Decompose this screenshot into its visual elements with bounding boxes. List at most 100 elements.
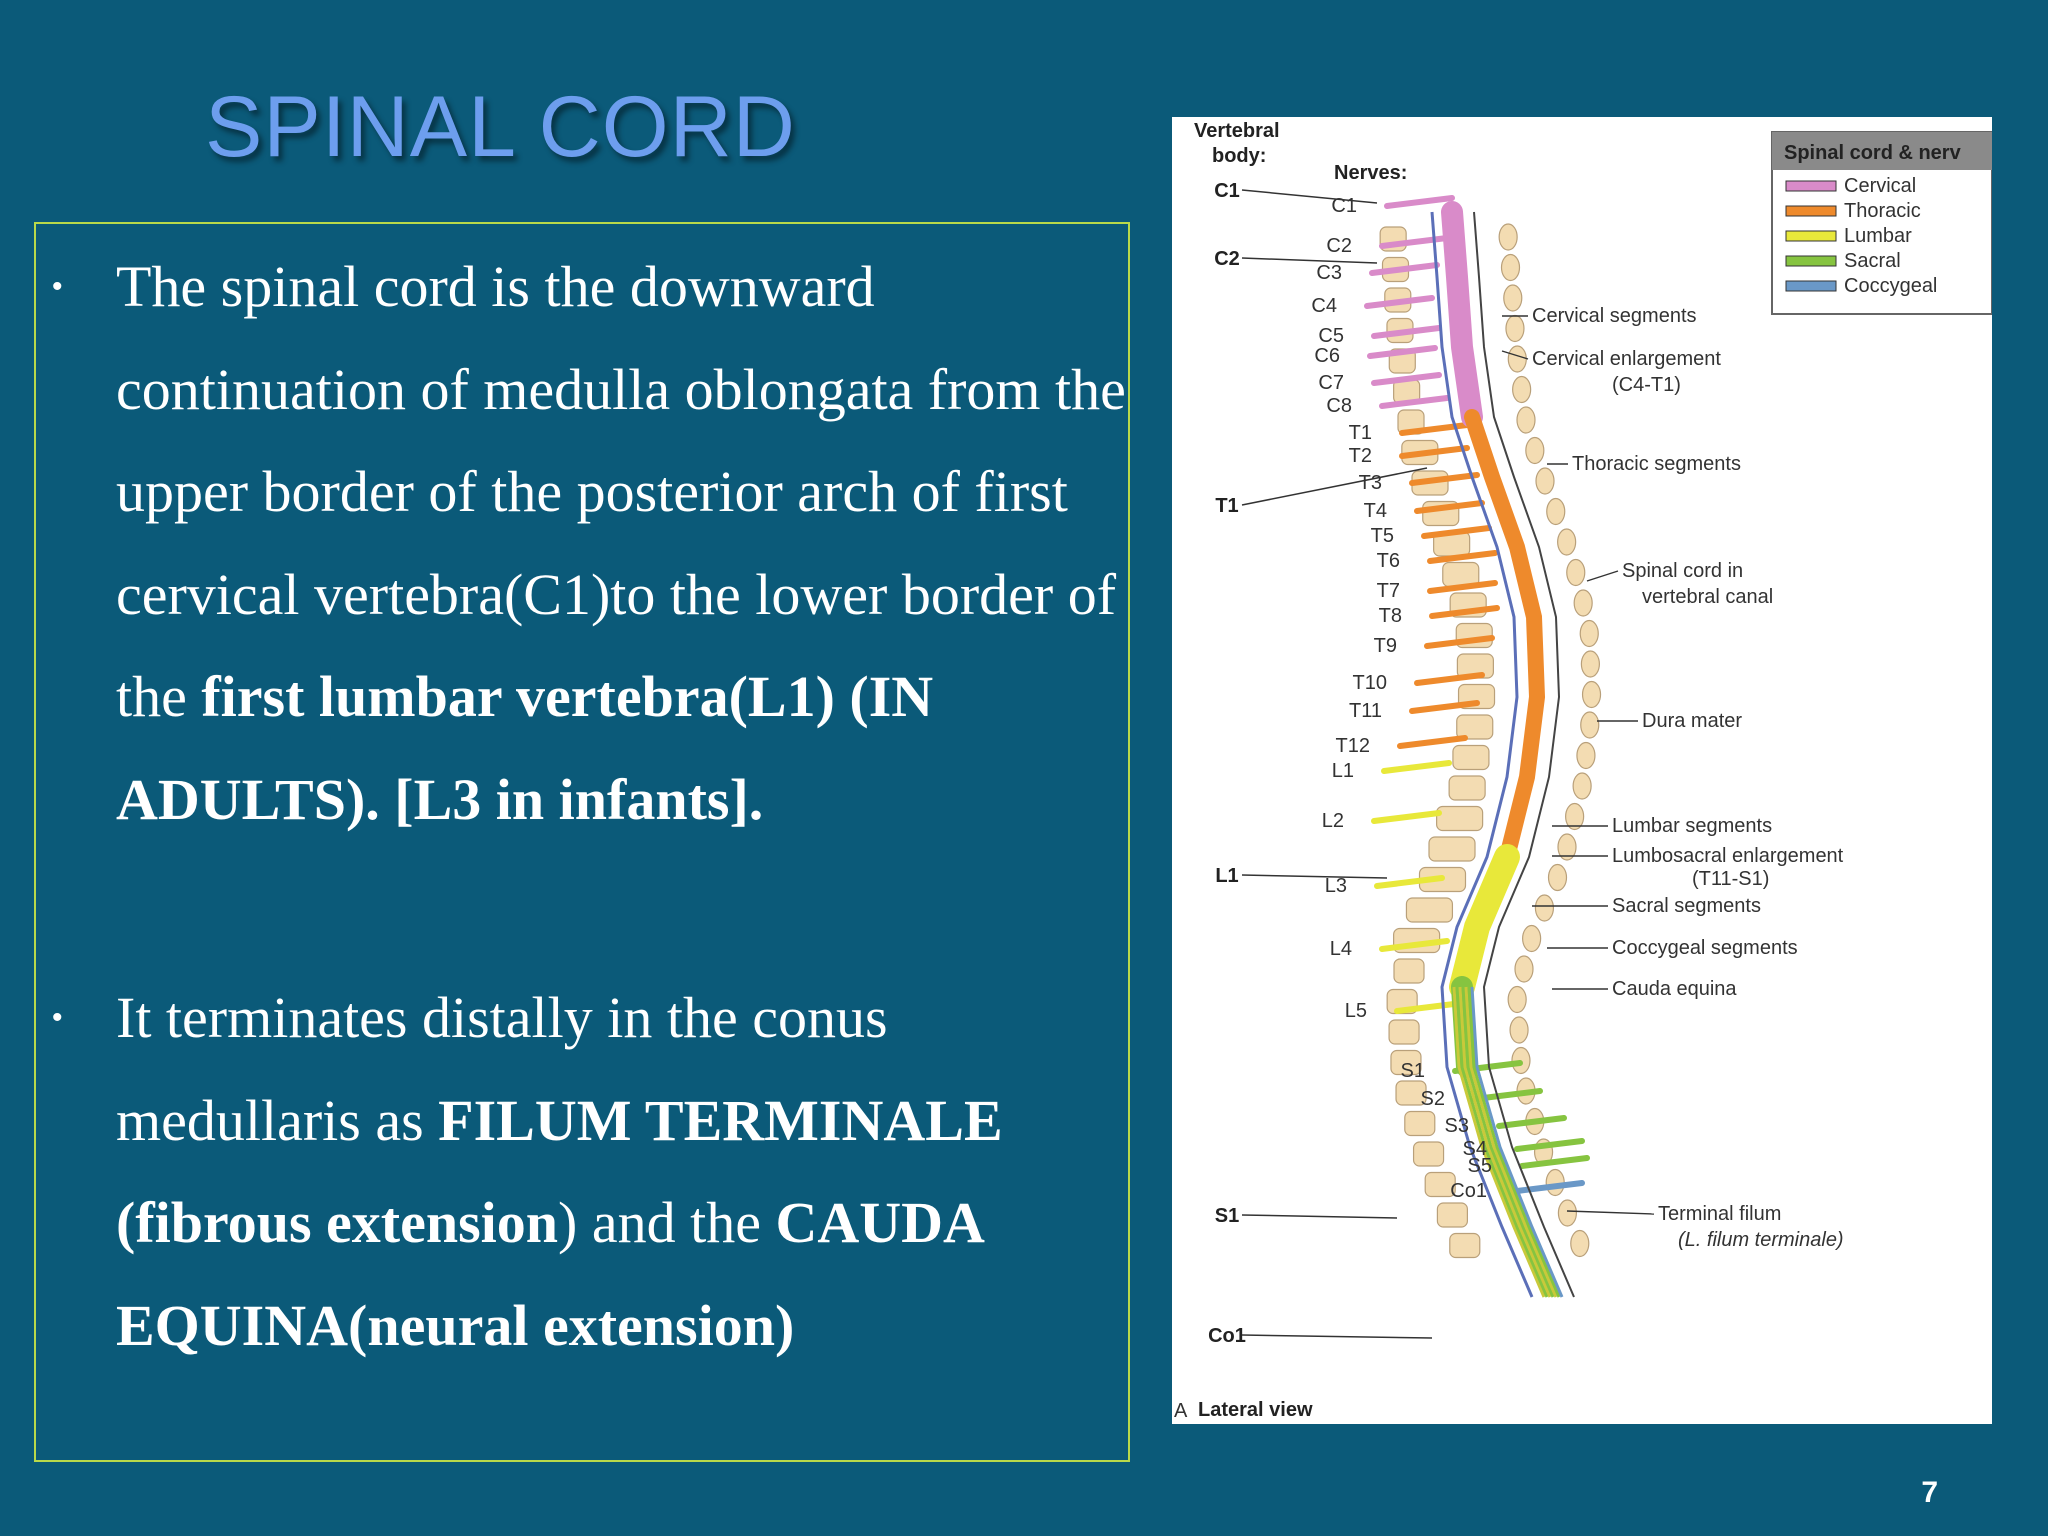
vertebra-label: T1 <box>1215 495 1238 517</box>
vertebral-body <box>1428 836 1476 862</box>
leader-line <box>1241 189 1378 204</box>
callout-label: Cervical segments <box>1532 305 1697 327</box>
callout-label: Sacral segments <box>1612 895 1761 917</box>
callout-label: Coccygeal segments <box>1612 937 1798 959</box>
callout-sublabel: (C4-T1) <box>1612 374 1681 396</box>
leader-line <box>1501 350 1529 360</box>
vertebral-body-heading: body: <box>1212 145 1266 167</box>
spinal-nerve <box>1379 938 1450 952</box>
legend-title: Spinal cord & nerv <box>1784 142 1962 164</box>
legend-swatch <box>1785 255 1837 267</box>
callout-label: Dura mater <box>1642 710 1742 732</box>
nerve-label: Co1 <box>1450 1180 1487 1202</box>
vertebra-label: L1 <box>1215 865 1238 887</box>
vertebral-body-heading: Vertebral <box>1194 120 1280 142</box>
spinal-nerve <box>1409 472 1480 486</box>
vertebral-body <box>1436 1202 1468 1228</box>
cauda-equina-fiber <box>1452 986 1546 1298</box>
spinous-process <box>1545 1168 1565 1197</box>
spinous-process <box>1570 1229 1590 1258</box>
nerve-label: T5 <box>1371 525 1394 547</box>
nerves-heading: Nerves: <box>1334 162 1407 184</box>
spinal-nerve <box>1397 735 1468 749</box>
spinous-process <box>1512 375 1532 404</box>
bullet-text-bold: FILUM TERMINALE (fibrous extension <box>116 1087 1003 1256</box>
nerve-label: S2 <box>1421 1088 1445 1110</box>
callout-label: Terminal filum <box>1658 1203 1781 1225</box>
spinous-process <box>1514 955 1534 983</box>
spinal-nerve <box>1514 1180 1585 1194</box>
cauda-equina-fiber <box>1464 986 1558 1298</box>
spinal-nerve <box>1371 372 1442 386</box>
leader-line <box>1586 570 1619 582</box>
spinal-nerve <box>1519 1155 1590 1169</box>
spinal-nerve <box>1379 395 1450 409</box>
nerve-label: S5 <box>1468 1155 1492 1177</box>
bullet-item: • It terminates distally in the conus me… <box>36 967 1126 1377</box>
legend-swatch <box>1785 280 1837 292</box>
page-number: 7 <box>1921 1476 1938 1509</box>
bullet-dot: • <box>52 270 63 303</box>
nerve-label: S1 <box>1401 1060 1425 1082</box>
spinous-process <box>1500 253 1521 282</box>
leader-line <box>1566 1210 1655 1215</box>
spinous-process <box>1507 345 1527 373</box>
spinous-process <box>1557 1199 1577 1227</box>
vertebral-body <box>1390 1049 1422 1076</box>
bullet-text-regular: The spinal cord is the downward continua… <box>116 254 1126 729</box>
nerve-label: T3 <box>1359 472 1382 494</box>
spinous-process <box>1509 1016 1529 1044</box>
spinous-process <box>1557 528 1577 556</box>
cord-segment <box>1441 201 1483 428</box>
nerve-label: C2 <box>1326 235 1352 257</box>
bullet-text: The spinal cord is the downward continua… <box>116 236 1126 851</box>
cauda-equina-fiber <box>1461 986 1555 1298</box>
spinal-nerve <box>1514 1138 1585 1152</box>
vertebra-label: S1 <box>1215 1205 1239 1227</box>
legend-label: Cervical <box>1844 175 1916 197</box>
spinal-nerve <box>1381 760 1452 774</box>
vertebral-body <box>1395 1080 1427 1106</box>
legend-swatch <box>1785 180 1837 192</box>
vertebral-body <box>1449 1232 1481 1259</box>
spinous-process <box>1557 833 1577 861</box>
spinal-nerve <box>1427 550 1498 564</box>
spinous-process <box>1576 741 1596 770</box>
nerve-label: C6 <box>1314 345 1340 367</box>
nerve-label: S3 <box>1445 1115 1469 1137</box>
callout-sublabel: (T11-S1) <box>1692 868 1769 890</box>
nerve-label: C5 <box>1318 325 1344 347</box>
vertebral-body <box>1404 1110 1436 1137</box>
spinal-nerve <box>1367 345 1438 359</box>
bullet-item: • The spinal cord is the downward contin… <box>36 236 1126 851</box>
spinous-process <box>1580 711 1600 739</box>
dura-mater-line <box>1473 211 1575 1298</box>
nerve-label: C8 <box>1326 395 1352 417</box>
legend-label: Sacral <box>1844 250 1901 272</box>
nerve-label: T2 <box>1349 445 1372 467</box>
vertebral-body <box>1424 1171 1456 1198</box>
spinal-nerve <box>1427 580 1498 594</box>
nerve-label: T7 <box>1377 580 1400 602</box>
spinal-cord <box>1430 201 1575 1298</box>
bullet-text-bold: CAUDA EQUINA(neural extension) <box>116 1190 982 1358</box>
spinal-nerve <box>1374 875 1445 889</box>
callout-label: Cauda equina <box>1612 978 1737 1000</box>
legend-header <box>1772 132 1992 170</box>
legend-label: Thoracic <box>1844 200 1921 222</box>
nerve-label: T12 <box>1336 735 1370 757</box>
nerve-label: L5 <box>1345 1000 1367 1022</box>
nerve-label: C3 <box>1316 262 1342 284</box>
nerve-label: T1 <box>1349 422 1372 444</box>
spinous-process <box>1546 497 1566 526</box>
spinal-nerve <box>1421 525 1492 539</box>
cord-segment <box>1449 844 1520 1000</box>
spinal-nerve <box>1414 672 1485 686</box>
spinous-process <box>1498 223 1518 251</box>
bullet-text-regular: ) and the <box>558 1190 776 1255</box>
callout-label: Thoracic segments <box>1572 453 1741 475</box>
callout-sublabel: (L. filum terminale) <box>1678 1229 1844 1251</box>
callout-label: Lumbar segments <box>1612 815 1772 837</box>
vertebral-body <box>1448 775 1486 801</box>
spinal-nerve <box>1371 325 1442 339</box>
